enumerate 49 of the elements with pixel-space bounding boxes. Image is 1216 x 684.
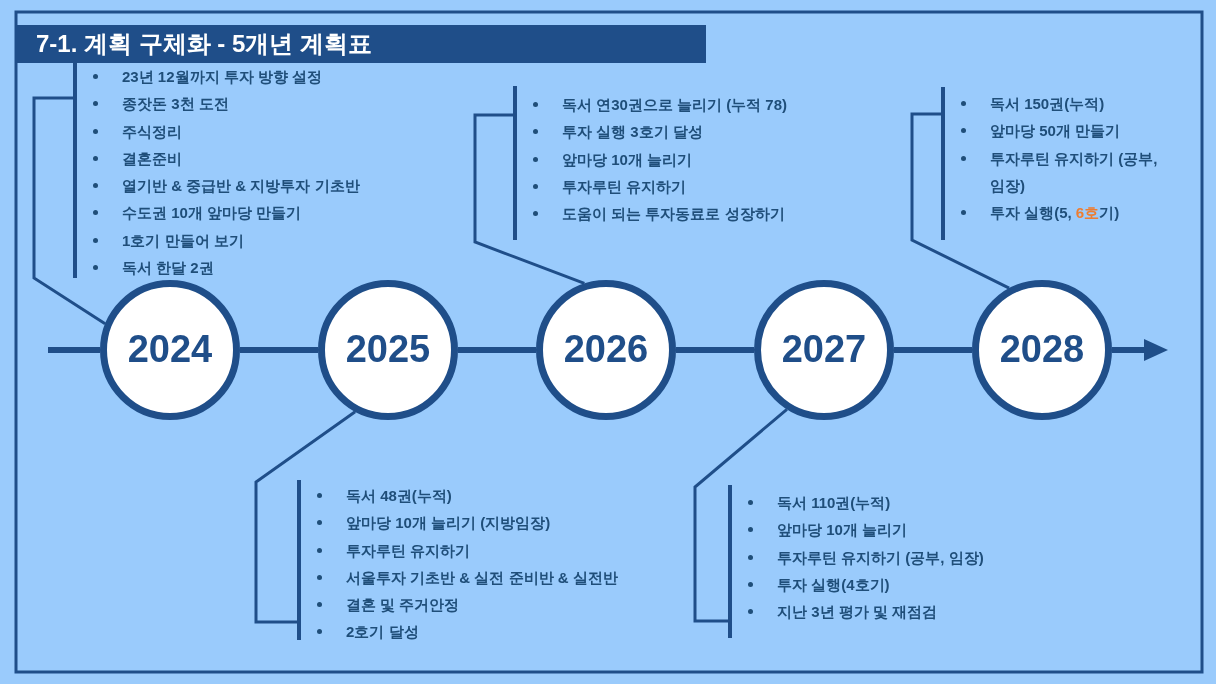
year-label: 2026 (563, 329, 649, 371)
bracket-list (73, 63, 360, 278)
goal-text: 수도권 10개 앞마당 만들기 (122, 203, 302, 224)
goal-text: 투자 실행(5, 6호기) (990, 203, 1120, 224)
timeline-segment (458, 347, 536, 353)
timeline-segment (240, 347, 318, 353)
leader-line (254, 410, 356, 624)
goal-text: 앞마당 10개 늘리기 (지방임장) (346, 513, 551, 534)
timeline-segment (48, 347, 100, 353)
leader-line (473, 113, 585, 285)
bracket-list (513, 86, 788, 240)
goal-text: 열기반 & 중급반 & 지방투자 기초반 (122, 176, 360, 197)
goal-text: 투자 실행(4호기) (777, 574, 890, 595)
goal-text: 독서 한달 2권 (122, 258, 214, 279)
goal-text: 23년 12월까지 투자 방향 설정 (122, 67, 323, 87)
timeline-segment (676, 347, 754, 353)
leader-line (693, 408, 788, 623)
year-label: 2024 (127, 329, 213, 371)
leader-line (32, 96, 106, 326)
goal-text: 2호기 달성 (346, 622, 419, 643)
goal-text: 결혼준비 (122, 148, 182, 169)
goal-text: 독서 연30권으로 늘리기 (누적 78) (562, 95, 788, 115)
timeline-arrow (1112, 339, 1168, 361)
goal-text: 주식정리 (122, 121, 182, 142)
goal-text: 투자루틴 유지하기 (562, 176, 687, 197)
goal-text: 독서 110권(누적) (777, 493, 891, 513)
leader-line (910, 112, 1010, 290)
title-banner: 7-1. 계획 구체화 - 5개년 계획표 (17, 25, 706, 63)
goal-text: 서울투자 기초반 & 실전 준비반 & 실전반 (346, 567, 618, 588)
goal-text: 투자 실행 3호기 달성 (562, 122, 703, 143)
goal-text: 독서 150권(누적) (990, 94, 1105, 114)
goal-text: 앞마당 10개 늘리기 (562, 149, 693, 170)
bracket-list (297, 480, 618, 640)
year-label: 2025 (345, 329, 431, 371)
year-label: 2028 (999, 329, 1085, 371)
goal-text: 투자루틴 유지하기 (공부, 임장) (777, 547, 984, 568)
goal-text: 앞마당 10개 늘리기 (777, 520, 908, 541)
goal-text: 결혼 및 주거안정 (346, 595, 460, 616)
goal-text: 1호기 만들어 보기 (122, 230, 244, 251)
bracket-list (728, 485, 984, 638)
goal-text: 앞마당 50개 만들기 (990, 121, 1121, 142)
goal-text: 지난 3년 평가 및 재점검 (777, 602, 937, 623)
year-label: 2027 (781, 329, 867, 371)
goal-text: 종잣돈 3천 도전 (122, 94, 229, 115)
goal-text: 독서 48권(누적) (346, 486, 452, 506)
goal-text: 투자루틴 유지하기 (346, 540, 471, 561)
timeline-segment (894, 347, 972, 353)
goal-text: 도움이 되는 투자동료로 성장하기 (562, 204, 785, 225)
goal-text: 투자루틴 유지하기 (공부, 임장) (990, 148, 1159, 196)
